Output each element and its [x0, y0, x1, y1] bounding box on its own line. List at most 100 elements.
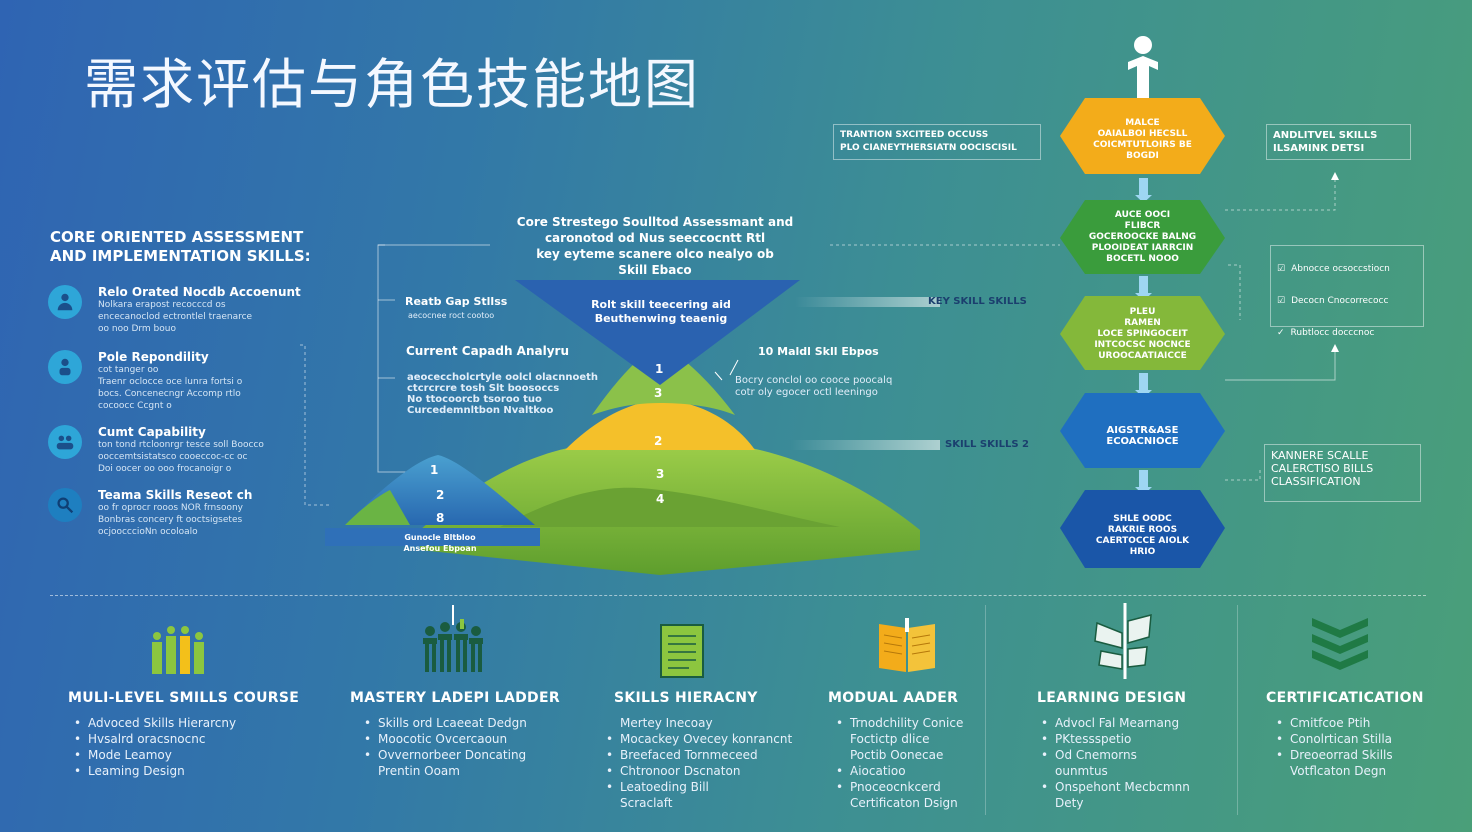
mountain-level: 3 — [654, 386, 663, 400]
book-icon — [879, 618, 935, 672]
people-group-icon — [48, 285, 82, 319]
checklist-box: ☑Abnocce ocsoccstiocn ☑Decocn Cnocorreco… — [1270, 245, 1424, 338]
list-item: Poctib Oonecae — [850, 748, 944, 762]
list-item: Mertey Inecoay — [620, 716, 713, 730]
list-item: Cmitfcoe Ptih — [1290, 715, 1393, 731]
center-diagram — [325, 280, 940, 575]
list-item: Breefaced Tornmeceed — [620, 747, 792, 763]
arrow1-label: KEY SKILL SKILLS — [928, 296, 1027, 307]
skill-gap-label: 10 Maldl Skll Ebpos — [758, 345, 879, 358]
list-item: Moocotic Ovcercaoun — [378, 731, 527, 747]
inverted-triangle — [515, 280, 800, 385]
left-pyramid-caption: Gunocle Bltbloo Ansefou Ebpoan — [403, 533, 477, 553]
left-item-title: Relo Orated Nocdb Accoenunt — [98, 285, 301, 299]
check-icon: ☑ — [1277, 296, 1286, 306]
list-item: Leaming Design — [88, 763, 236, 779]
list-item: Trnodchility Conice — [850, 715, 963, 731]
list-item: Ovvernorbeer Doncating — [378, 747, 527, 763]
list-item: Chtronoor Dscnaton — [620, 763, 792, 779]
flow-hexagons — [1060, 98, 1225, 568]
bottom-col-title: MULI-LEVEL SMILLS COURSE — [68, 690, 300, 706]
list-item: Votflcaton Degn — [1290, 764, 1387, 778]
left-item-role-oriented: Relo Orated Nocdb Accoenunt Nolkara erap… — [48, 285, 318, 335]
list-item: Dety — [1055, 796, 1084, 810]
list-item: PKtessspetio — [1055, 731, 1190, 747]
left-item-desc: cot tanger oo Traenr oclocce oce lunra f… — [98, 365, 243, 411]
current-capability-label: Current Capadh Analyru — [406, 344, 570, 358]
document-icon — [660, 624, 704, 678]
checklist-item: Rubtlocc docccnoc — [1290, 328, 1375, 338]
list-item: Hvsalrd oracsnocnc — [88, 731, 236, 747]
transition-box: TRANTION SXCITEED OCCUSS PLO CIANEYTHERS… — [833, 124, 1041, 160]
arrow2-label: SKILL SKILLS 2 — [945, 439, 1029, 450]
gap-label: Reatb Gap Stllss — [405, 295, 508, 308]
list-item: Scraclaft — [620, 796, 673, 810]
person-icon — [48, 350, 82, 384]
list-item: Aiocatioo — [850, 763, 963, 779]
left-item-role-responsibility: Pole Repondility cot tanger oo Traenr oc… — [48, 350, 318, 411]
list-item: ounmtus — [1055, 764, 1108, 778]
hex-5 — [1060, 490, 1225, 568]
list-item: Certificaton Dsign — [850, 796, 958, 810]
research-icon — [48, 488, 82, 522]
hex-5-text: SHLE OODC RAKRIE ROOS CAERTOCCE AIOLK HR… — [1095, 514, 1190, 557]
list-item: Foctictp dlice — [850, 732, 930, 746]
hex-4 — [1060, 393, 1225, 468]
bottom-col-title: LEARNING DESIGN — [1037, 690, 1187, 706]
bottom-col-title: MODUAL AADER — [828, 690, 959, 706]
team-icon — [48, 425, 82, 459]
gap-sublabel: aecocnee roct cootoo — [408, 311, 495, 320]
hex-2 — [1060, 200, 1225, 274]
page-title: 需求评估与角色技能地图 — [84, 53, 700, 116]
column-divider — [985, 605, 986, 815]
mountain-level: 4 — [656, 492, 665, 506]
left-item-desc: Nolkara erapost recocccd os encecanoclod… — [98, 300, 253, 334]
left-item-title: Teama Skills Reseot ch — [98, 488, 253, 502]
tree-icon — [1094, 603, 1152, 679]
people-columns-icon — [152, 626, 204, 674]
left-pyramid-level: 2 — [436, 488, 445, 502]
check-icon: ✓ — [1277, 328, 1285, 338]
mountain-level: 1 — [655, 362, 664, 376]
list-item: Dreoeorrad Skills — [1290, 747, 1393, 763]
core-assessment-heading: CORE ORIENTED ASSESSMENT AND IMPLEMENTAT… — [50, 228, 311, 265]
checklist-item: Decocn Cnocorrecocc — [1291, 296, 1389, 306]
hex-1 — [1060, 98, 1225, 174]
left-pyramid-level: 1 — [430, 463, 439, 477]
list-item: Onspehont Mecbcmnn — [1055, 779, 1190, 795]
skill-gap-sublabel: Bocry conclol oo cooce poocalq cotr oly … — [735, 375, 893, 398]
list-item: Od Cnemorns — [1055, 747, 1190, 763]
hex-2-text: AUCE OOCI FLIBCR GOCEROOCKE BALNG PLOOID… — [1088, 210, 1197, 264]
column-divider — [1237, 605, 1238, 815]
person-icon — [1128, 36, 1158, 102]
mountain-level: 3 — [656, 467, 665, 481]
yellow-band — [565, 400, 755, 450]
left-item-current-capability: Cumt Capability ton tond rtcloonrgr tesc… — [48, 425, 318, 480]
list-item: Skills ord Lcaeeat Dedgn — [378, 715, 527, 731]
left-item-title: Pole Repondility — [98, 350, 209, 364]
bottom-col-title: MASTERY LADEPI LADDER — [350, 690, 560, 706]
list-item: Conolrtican Stilla — [1290, 731, 1393, 747]
left-item-team-skills: Teama Skills Reseot ch oo fr oprocr rooo… — [48, 488, 318, 543]
list-item: Advoced Skills Hierarcny — [88, 715, 236, 731]
annual-skills-box: ANDLITVEL SKILLS ILSAMINK DETSI — [1266, 124, 1411, 160]
list-item: Prentin Ooam — [378, 764, 460, 778]
stack-icon — [1312, 618, 1368, 670]
left-item-desc: oo fr oprocr rooos NOR frnsoony Bonbras … — [98, 503, 243, 537]
list-item: Mode Leamoy — [88, 747, 236, 763]
list-item: Leatoeding Bill — [620, 779, 792, 795]
center-heading: Core Strestego Soulltod Assessmant and c… — [516, 215, 794, 277]
mountain-level: 2 — [654, 434, 663, 448]
current-capability-sublabel: aeoceccholcrtyle oolcl olacnnoeth ctcrcr… — [407, 372, 599, 416]
section-divider — [50, 595, 1426, 596]
hex-3 — [1060, 296, 1225, 370]
check-icon: ☑ — [1277, 264, 1286, 274]
bottom-col-title: SKILLS HIERACNY — [614, 690, 758, 706]
left-item-desc: ton tond rtcloonrgr tesce soll Boocco oo… — [98, 440, 264, 474]
connector-lines — [715, 360, 738, 380]
left-pyramid-level: 8 — [436, 511, 445, 525]
hex-1-text: MALCE OAIALBOI HECSLL COICMTUTLOIRS BE B… — [1093, 118, 1192, 161]
inverted-triangle-label: Rolt skill teecering aid Beuthenwing tea… — [591, 298, 731, 325]
list-item: Pnoceocnkcerd — [850, 779, 963, 795]
team-ladder-icon — [423, 605, 483, 672]
